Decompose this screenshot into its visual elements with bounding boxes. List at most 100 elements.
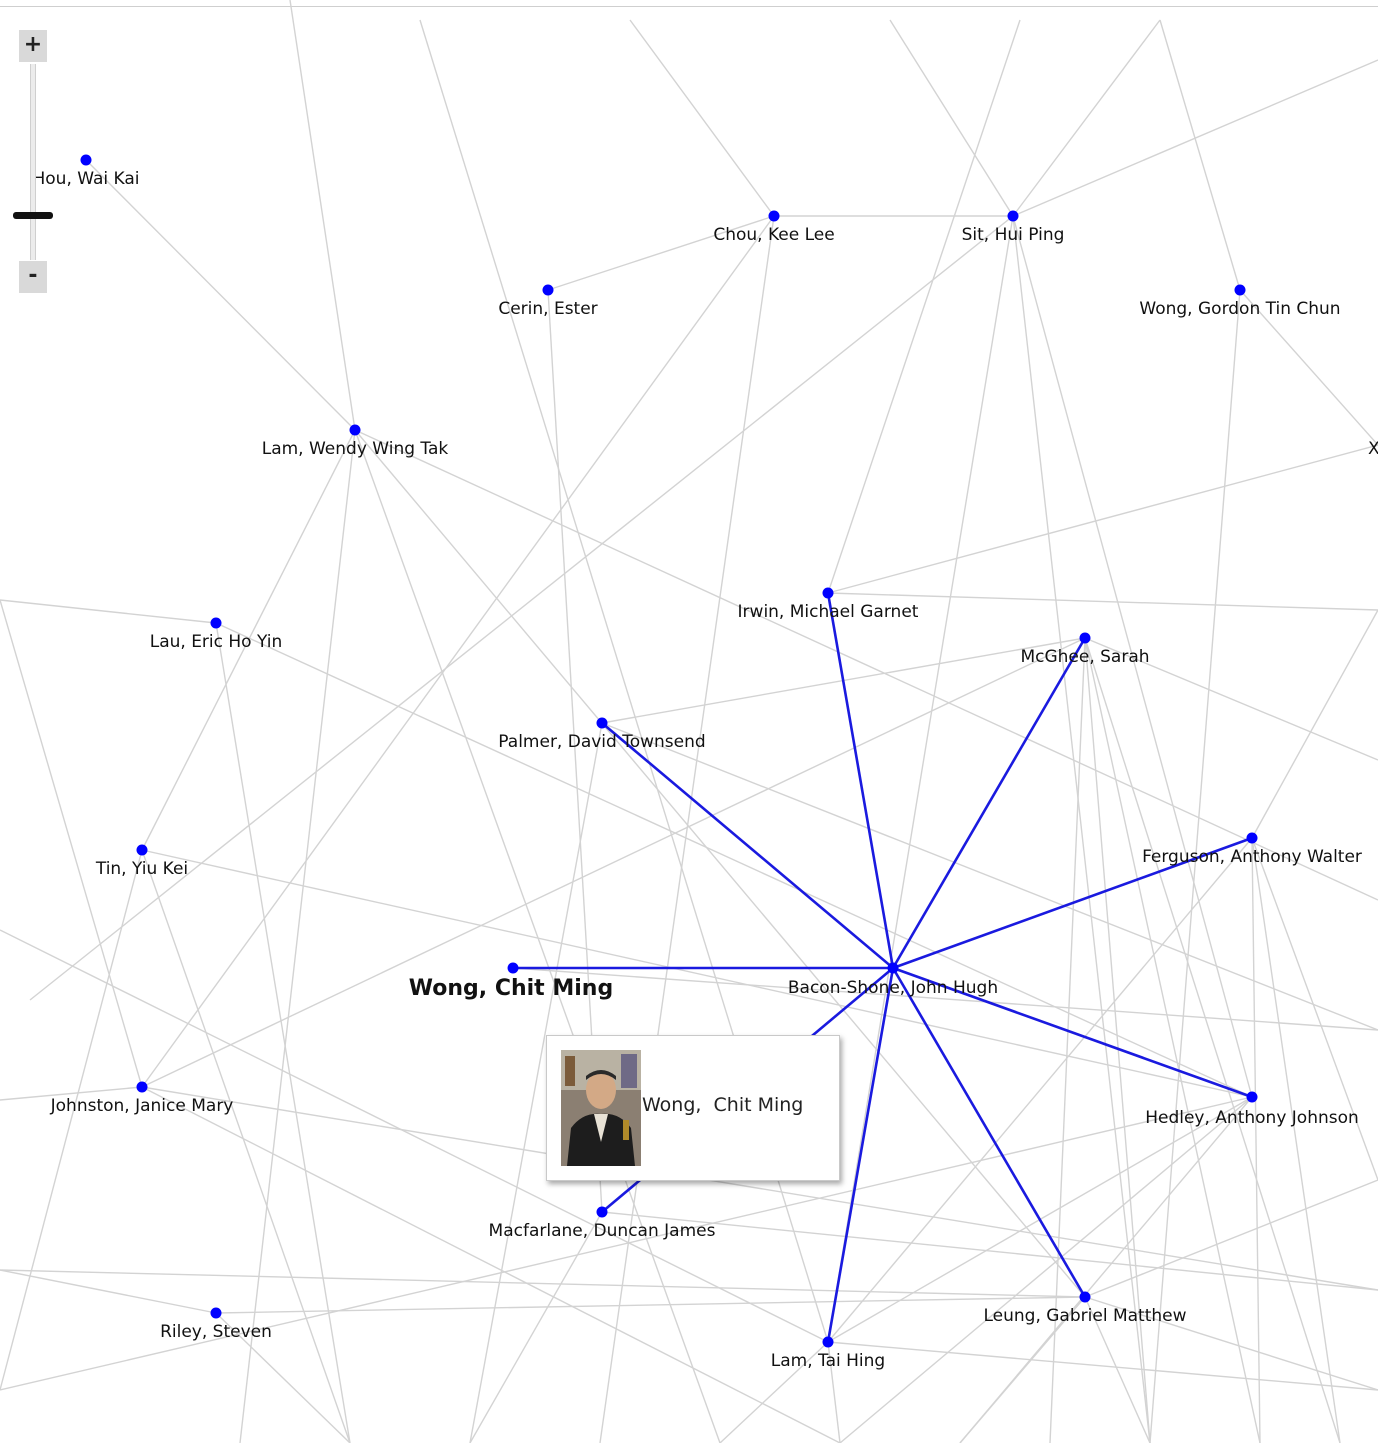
node-label[interactable]: Lam, Wendy Wing Tak xyxy=(262,439,449,459)
graph-edge xyxy=(1049,637,1086,1443)
node-dot[interactable] xyxy=(136,844,148,856)
graph-edge xyxy=(85,159,356,431)
node-label[interactable]: Macfarlane, Duncan James xyxy=(489,1221,716,1241)
graph-edge xyxy=(215,622,1253,1098)
node-label[interactable]: Palmer, David Townsend xyxy=(498,732,705,752)
node-leung[interactable]: Leung, Gabriel Matthew xyxy=(983,1291,1187,1327)
node-label[interactable]: Chou, Kee Lee xyxy=(713,225,834,245)
node-label[interactable]: Hou, Wai Kai xyxy=(32,169,139,189)
graph-edge xyxy=(547,215,775,291)
node-dot[interactable] xyxy=(1246,1091,1258,1103)
node-label[interactable]: Sit, Hui Ping xyxy=(962,225,1065,245)
node-label[interactable]: Bacon-Shone, John Hugh xyxy=(788,978,998,998)
node-dot[interactable] xyxy=(80,154,92,166)
node-label[interactable]: McGhee, Sarah xyxy=(1020,647,1149,667)
node-label[interactable]: Lam, Tai Hing xyxy=(771,1351,885,1371)
graph-edge xyxy=(1149,289,1241,1443)
highlighted-edge xyxy=(891,637,1087,969)
node-chou[interactable]: Chou, Kee Lee xyxy=(713,210,835,246)
zoom-slider-handle[interactable] xyxy=(13,212,53,219)
node-wonggordon[interactable]: Wong, Gordon Tin Chun xyxy=(1139,284,1341,320)
tooltip-name: Wong, Chit Ming xyxy=(642,1094,804,1116)
node-hedley[interactable]: Hedley, Anthony Johnson xyxy=(1145,1091,1359,1129)
graph-edge xyxy=(1251,837,1378,1181)
node-dot[interactable] xyxy=(210,1307,222,1319)
zoom-in-button[interactable]: + xyxy=(19,30,47,62)
node-wongchit[interactable]: Wong, Chit Ming xyxy=(409,962,613,1002)
node-label[interactable]: Wong, Gordon Tin Chun xyxy=(1139,299,1340,319)
graph-edge xyxy=(215,1312,351,1443)
graph-edge xyxy=(839,1096,1253,1443)
node-dot[interactable] xyxy=(887,962,899,974)
highlighted-edge xyxy=(891,967,1087,1298)
node-dot[interactable] xyxy=(822,1336,834,1348)
node-macfarlane[interactable]: Macfarlane, Duncan James xyxy=(489,1206,716,1242)
node-dot[interactable] xyxy=(542,284,554,296)
node-dot[interactable] xyxy=(1234,284,1246,296)
node-dot[interactable] xyxy=(349,424,361,436)
node-label[interactable]: Hedley, Anthony Johnson xyxy=(1145,1108,1359,1128)
graph-edge xyxy=(1012,215,1151,1443)
node-dot[interactable] xyxy=(507,962,519,974)
node-dot[interactable] xyxy=(210,617,222,629)
node-irwin[interactable]: Irwin, Michael Garnet xyxy=(738,587,919,623)
zoom-out-button[interactable]: - xyxy=(19,261,47,293)
graph-edge xyxy=(0,599,143,1088)
node-dot[interactable] xyxy=(1007,210,1019,222)
graph-edge xyxy=(0,599,217,624)
node-label[interactable]: Ferguson, Anthony Walter xyxy=(1142,847,1362,867)
node-hou[interactable]: Hou, Wai Kai xyxy=(32,154,140,190)
node-lau[interactable]: Lau, Eric Ho Yin xyxy=(150,617,283,653)
node-dot[interactable] xyxy=(596,1206,608,1218)
zoom-slider-track[interactable] xyxy=(30,64,36,260)
node-lamtai[interactable]: Lam, Tai Hing xyxy=(771,1336,885,1372)
node-tin[interactable]: Tin, Yiu Kei xyxy=(95,844,188,880)
node-label[interactable]: Lau, Eric Ho Yin xyxy=(150,632,283,652)
node-label[interactable]: Tin, Yiu Kei xyxy=(95,859,188,879)
node-ferguson[interactable]: Ferguson, Anthony Walter xyxy=(1142,832,1362,868)
node-label[interactable]: Leung, Gabriel Matthew xyxy=(983,1306,1186,1326)
node-label[interactable]: Riley, Steven xyxy=(160,1322,272,1342)
node-xi[interactable]: Xi xyxy=(1368,439,1378,459)
graph-edge xyxy=(827,444,1378,594)
node-dot[interactable] xyxy=(1246,832,1258,844)
graph-edge xyxy=(719,1341,829,1443)
node-dot[interactable] xyxy=(136,1081,148,1093)
graph-edge xyxy=(1084,637,1151,1443)
graph-edge xyxy=(0,1096,1253,1391)
node-mcghee[interactable]: McGhee, Sarah xyxy=(1020,632,1150,668)
graph-edge xyxy=(1239,289,1378,446)
node-dot[interactable] xyxy=(1079,632,1091,644)
node-dot[interactable] xyxy=(596,717,608,729)
node-label[interactable]: Johnston, Janice Mary xyxy=(50,1096,234,1116)
node-sit[interactable]: Sit, Hui Ping xyxy=(962,210,1065,246)
highlighted-edge xyxy=(892,836,1253,970)
graph-edge xyxy=(827,215,1014,1343)
node-palmer[interactable]: Palmer, David Townsend xyxy=(498,717,706,753)
node-label[interactable]: Cerin, Ester xyxy=(498,299,597,319)
highlighted-edge xyxy=(826,592,895,969)
graph-edge xyxy=(215,622,351,1443)
graph-edge xyxy=(1084,637,1261,1443)
node-dot[interactable] xyxy=(768,210,780,222)
node-label[interactable]: Irwin, Michael Garnet xyxy=(738,602,919,622)
graph-edge xyxy=(141,1086,1378,1291)
graph-edge xyxy=(1251,609,1378,839)
node-dot[interactable] xyxy=(822,587,834,599)
node-label[interactable]: Wong, Chit Ming xyxy=(409,976,613,1001)
node-riley[interactable]: Riley, Steven xyxy=(160,1307,272,1343)
node-johnston[interactable]: Johnston, Janice Mary xyxy=(50,1081,234,1117)
graph-edge xyxy=(1084,637,1378,761)
node-dot[interactable] xyxy=(1079,1291,1091,1303)
node-cerin[interactable]: Cerin, Ester xyxy=(498,284,598,320)
graph-edge xyxy=(601,1211,1378,1291)
node-label[interactable]: Xi xyxy=(1368,439,1378,459)
top-border xyxy=(0,6,1378,7)
node-bacon[interactable]: Bacon-Shone, John Hugh xyxy=(788,962,998,999)
graph-edge xyxy=(0,849,143,1391)
node-lamwendy[interactable]: Lam, Wendy Wing Tak xyxy=(262,424,449,460)
graph-edge xyxy=(1012,19,1161,217)
graph-edge xyxy=(601,722,1378,1031)
